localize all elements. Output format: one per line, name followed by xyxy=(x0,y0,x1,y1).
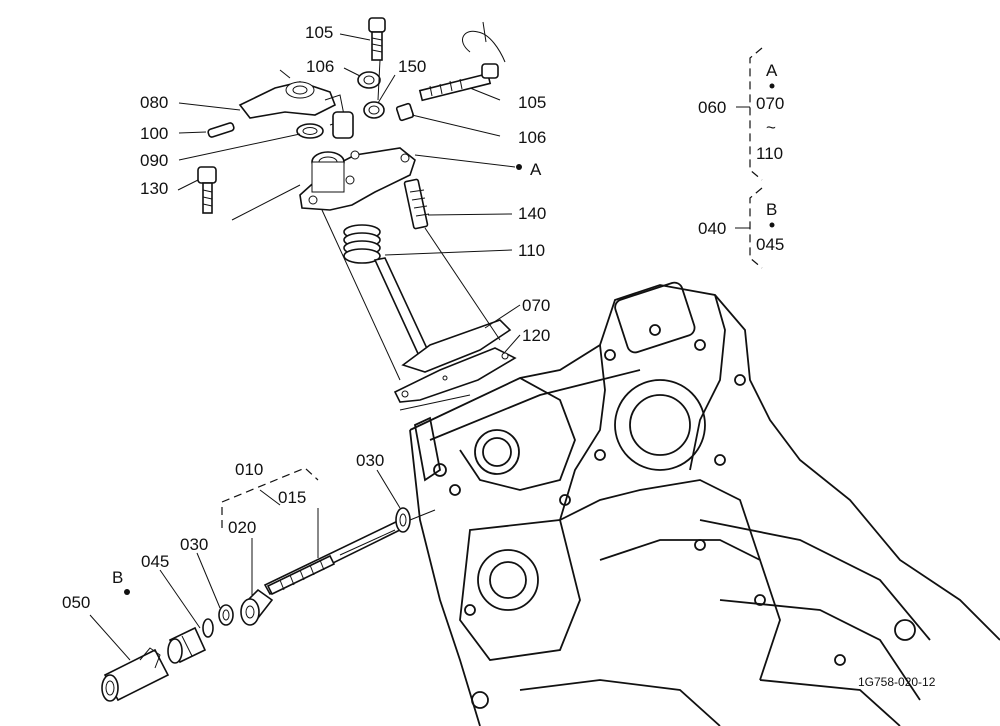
bushing-020 xyxy=(240,588,274,626)
label-010: 010 xyxy=(235,460,263,479)
label-015: 015 xyxy=(278,488,306,507)
shaft-110 xyxy=(373,257,512,373)
bolt-105-right xyxy=(418,21,506,102)
washer-090 xyxy=(296,123,324,139)
sleeve-050 xyxy=(101,647,170,702)
label-100: 100 xyxy=(140,124,168,143)
rod-015 xyxy=(263,518,406,596)
label-090: 090 xyxy=(140,151,168,170)
alignment-lines-lower xyxy=(339,509,436,556)
label-b: B xyxy=(112,568,123,587)
figure-code: 1G758-020-12 xyxy=(858,675,936,689)
stud-140 xyxy=(403,178,430,230)
label-030-upper: 030 xyxy=(356,451,384,470)
label-060: 060 xyxy=(698,98,726,117)
reference-dots xyxy=(124,83,775,595)
pin-100 xyxy=(207,122,235,138)
label-060-tilde: ~ xyxy=(766,118,776,137)
label-040-top: B xyxy=(766,200,777,219)
dot-a xyxy=(516,164,522,170)
dot-g040 xyxy=(769,222,775,228)
alignment-lines-upper xyxy=(231,59,501,411)
lever-080 xyxy=(238,69,346,126)
collar-150 xyxy=(363,101,385,119)
label-070: 070 xyxy=(522,296,550,315)
label-060-bottom: 110 xyxy=(756,144,783,163)
label-150: 150 xyxy=(398,57,426,76)
label-130: 130 xyxy=(140,179,168,198)
gasket-120 xyxy=(393,347,517,403)
spring xyxy=(343,224,381,264)
label-080: 080 xyxy=(140,93,168,112)
label-106-top: 106 xyxy=(306,57,334,76)
clip-045-ring xyxy=(202,618,214,638)
label-060-mid: 070 xyxy=(756,94,784,113)
label-120: 120 xyxy=(522,326,550,345)
washer-030-upper xyxy=(395,507,411,533)
label-045: 045 xyxy=(141,552,169,571)
label-020: 020 xyxy=(228,518,256,537)
group-bracket-060 xyxy=(749,47,763,181)
bolt-105-top xyxy=(368,17,386,61)
collar-045 xyxy=(167,626,207,664)
dot-g060 xyxy=(769,83,775,89)
label-040-bottom: 045 xyxy=(756,235,784,254)
gear-case-housing xyxy=(409,281,1000,726)
label-110: 110 xyxy=(518,241,545,260)
label-040: 040 xyxy=(698,219,726,238)
bracket-a xyxy=(299,147,416,211)
shaft-boss xyxy=(332,111,354,139)
label-050: 050 xyxy=(62,593,90,612)
nut-106-top xyxy=(357,71,381,89)
label-106-right: 106 xyxy=(518,128,546,147)
label-a: A xyxy=(530,160,542,179)
group-bracket-010 xyxy=(221,467,319,528)
leader-lines xyxy=(89,33,750,661)
label-140: 140 xyxy=(518,204,546,223)
ring-030-lower xyxy=(218,604,234,626)
label-060-top: A xyxy=(766,61,778,80)
label-030-lower: 030 xyxy=(180,535,208,554)
bolt-130 xyxy=(197,166,217,214)
nut-106-right xyxy=(395,102,415,122)
dot-b xyxy=(124,589,130,595)
label-105-top: 105 xyxy=(305,23,333,42)
group-bracket-040 xyxy=(749,187,763,269)
label-105-right: 105 xyxy=(518,93,546,112)
